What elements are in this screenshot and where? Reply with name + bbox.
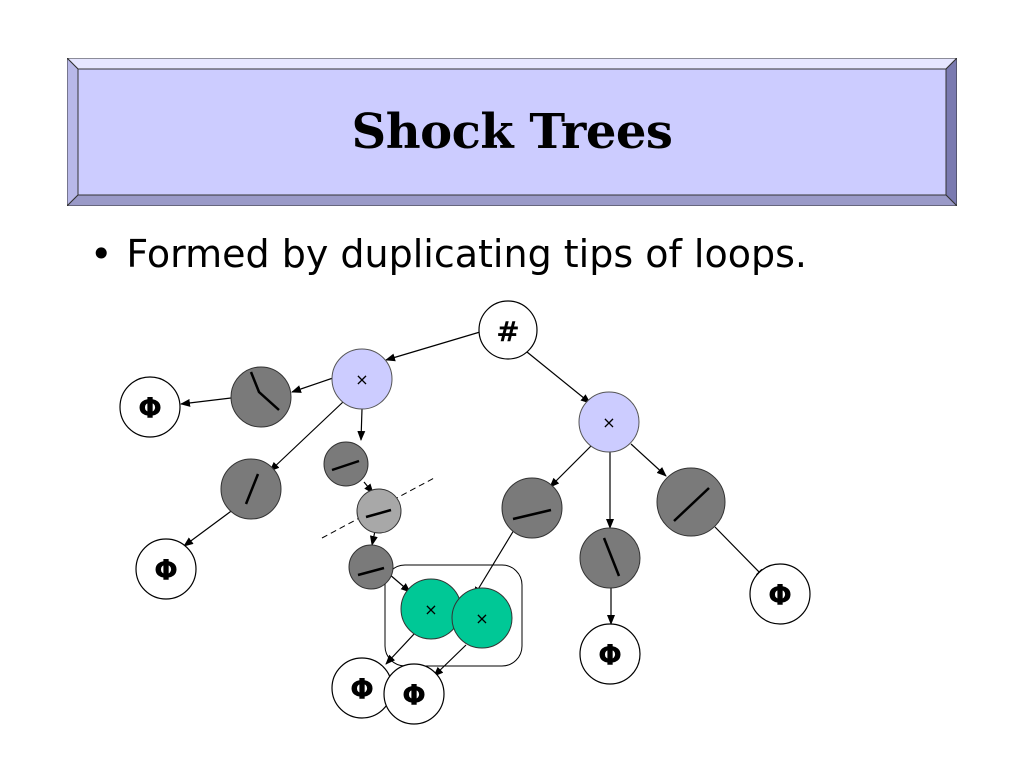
slide-title: Shock Trees — [351, 104, 673, 160]
terminal-node: Φ — [579, 623, 641, 685]
shock-node-segment — [220, 458, 282, 520]
edge — [388, 573, 411, 593]
edge — [526, 351, 591, 404]
root-node: # — [478, 300, 538, 360]
duplicated-tip-node: × — [451, 587, 513, 649]
shock-node-segment-large — [656, 467, 726, 537]
cross-label: × — [424, 600, 437, 619]
shock-node-segment-light — [356, 488, 402, 534]
terminal-node: Φ — [383, 663, 445, 725]
terminal-label: Φ — [598, 639, 622, 672]
edge — [291, 377, 334, 393]
edge — [433, 644, 467, 677]
edge — [183, 508, 235, 547]
shock-node-segment — [579, 527, 641, 589]
edge — [473, 529, 515, 597]
terminal-label: Φ — [138, 392, 162, 425]
cross-label: × — [355, 370, 368, 389]
bullet-marker: • — [90, 232, 113, 276]
edge — [369, 530, 378, 546]
edge — [180, 397, 232, 407]
edge — [385, 632, 416, 665]
terminal-label: Φ — [154, 554, 178, 587]
terminal-node: Φ — [135, 538, 197, 600]
shock-node-corner — [230, 366, 292, 428]
edge — [630, 443, 667, 477]
bullet-item: • Formed by duplicating tips of loops. — [90, 232, 807, 276]
terminal-label: Φ — [402, 679, 426, 712]
edge — [269, 401, 344, 472]
title-banner: Shock Trees — [67, 58, 957, 206]
cross-node-right: × — [578, 391, 640, 453]
terminal-node: Φ — [119, 376, 181, 438]
shock-node-segment-small — [348, 544, 394, 590]
edge — [385, 331, 481, 362]
title-banner-frame — [67, 58, 957, 206]
edge — [357, 408, 366, 441]
duplicated-loop-group — [384, 564, 523, 667]
duplicated-tip-node: × — [400, 578, 462, 640]
shock-node-segment-small — [323, 441, 369, 487]
terminal-node: Φ — [749, 563, 811, 625]
cross-node-left: × — [331, 348, 393, 410]
cross-label: × — [475, 609, 488, 628]
edge — [549, 445, 592, 488]
root-label: # — [496, 315, 519, 348]
shock-node-segment — [501, 477, 563, 539]
tree-edges — [180, 331, 766, 677]
bullet-text: Formed by duplicating tips of loops. — [126, 232, 807, 276]
terminal-node: Φ — [331, 657, 393, 719]
terminal-label: Φ — [350, 673, 374, 706]
edge — [714, 526, 766, 579]
terminal-label: Φ — [768, 579, 792, 612]
cross-label: × — [602, 413, 615, 432]
